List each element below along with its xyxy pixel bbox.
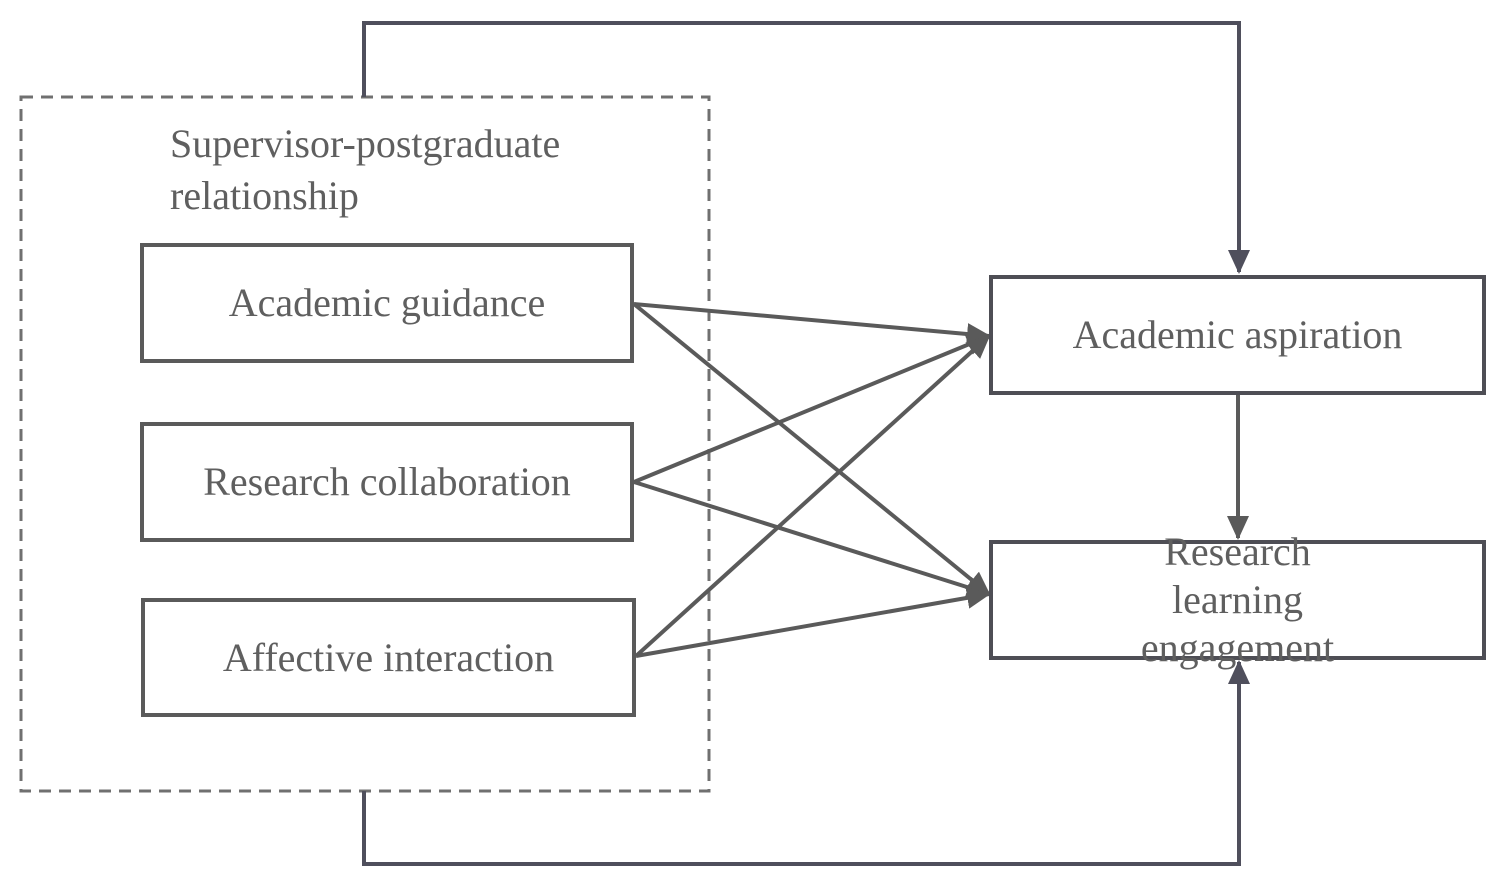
edge-collaboration-to-aspiration [633,334,991,484]
edge-collaboration-to-engagement [633,480,991,598]
edge-guidance-to-aspiration [633,302,991,345]
node-academic-aspiration-label: Academic aspiration [1072,312,1403,357]
edge-group-to-academic-aspiration [362,21,1250,274]
node-academic-guidance: Academic guidance [140,243,634,363]
edge-guidance-to-engagement [632,302,991,596]
node-research-collaboration-label: Research collaboration [203,459,571,504]
group-label: Supervisor-postgraduate relationship [170,118,650,222]
node-research-learning-engagement-label: Research learning engagement [1140,529,1335,670]
edge-affective-to-aspiration [634,334,991,658]
node-affective-interaction-label: Affective interaction [222,634,555,680]
node-academic-aspiration: Academic aspiration [989,275,1486,395]
edge-group-to-research-learning-engagement [362,660,1250,866]
node-research-collaboration: Research collaboration [140,422,634,542]
edge-affective-to-engagement [635,586,991,658]
node-affective-interaction: Affective interaction [141,598,636,717]
node-research-learning-engagement: Research learning engagement [989,529,1486,670]
node-academic-guidance-label: Academic guidance [228,280,546,325]
